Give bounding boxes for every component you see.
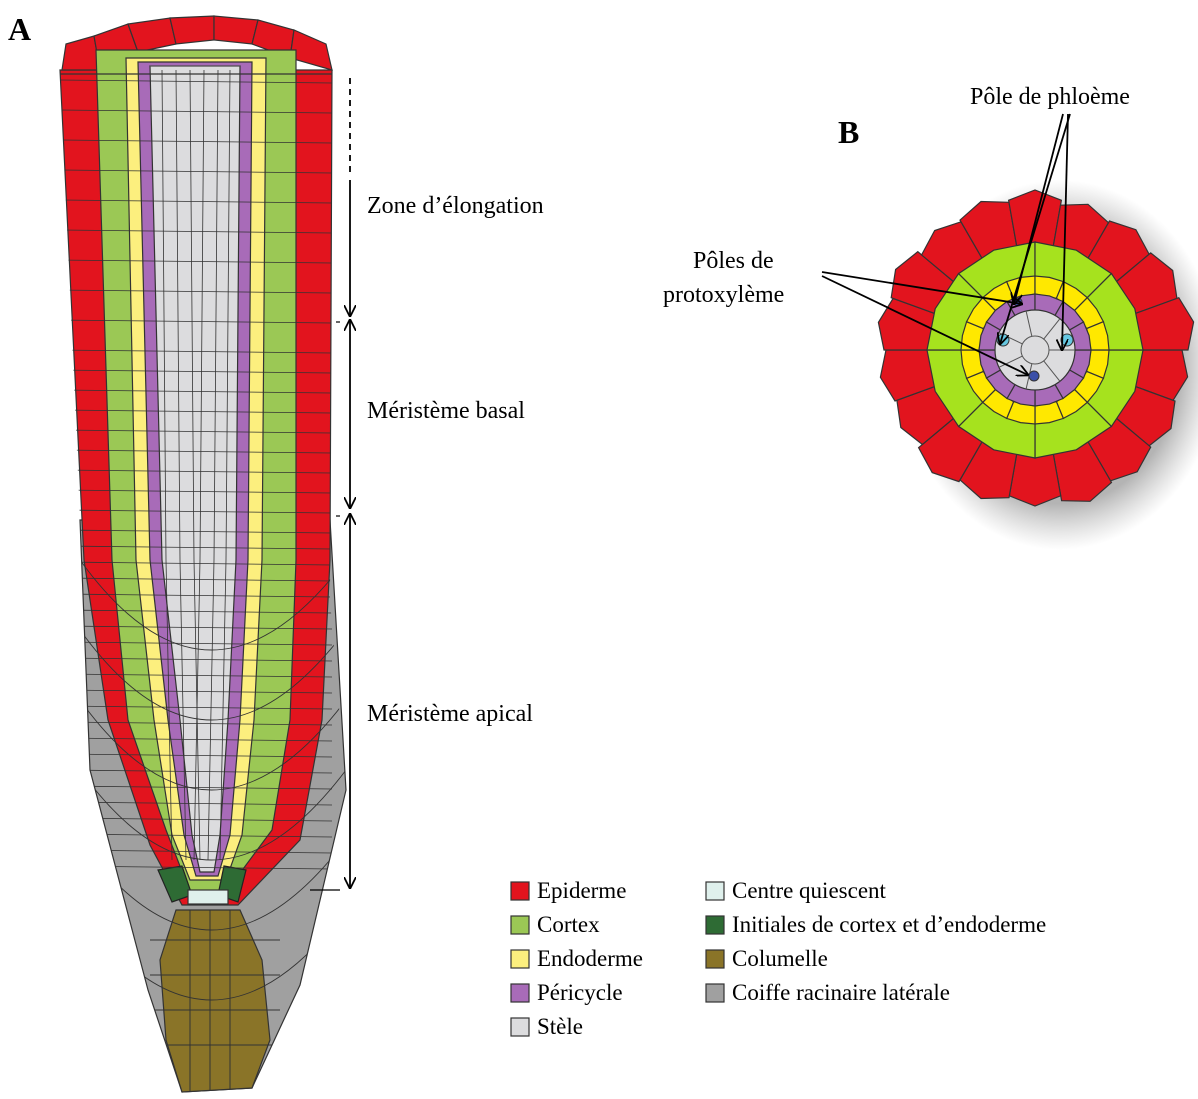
panel-label-b: B <box>838 114 859 150</box>
legend-item: Initiales de cortex et d’endoderme <box>706 912 1046 937</box>
legend-label: Péricycle <box>537 980 623 1005</box>
legend-label: Columelle <box>732 946 828 971</box>
label-elongation-zone: Zone d’élongation <box>367 193 544 219</box>
legend-swatch <box>706 882 724 900</box>
legend-item: Stèle <box>511 1014 583 1039</box>
legend-item: Epiderme <box>511 878 626 903</box>
legend-swatch <box>706 950 724 968</box>
legend-label: Centre quiescent <box>732 878 887 903</box>
legend-swatch <box>511 882 529 900</box>
legend-swatch <box>511 984 529 1002</box>
quiescent-centre <box>188 890 228 904</box>
root-cross-section <box>878 180 1198 550</box>
longitudinal-root-section <box>60 16 346 1092</box>
legend-label: Initiales de cortex et d’endoderme <box>732 912 1046 937</box>
label-basal-meristem: Méristème basal <box>367 398 525 424</box>
legend-item: Columelle <box>706 946 828 971</box>
legend-item: Endoderme <box>511 946 643 971</box>
legend-item: Cortex <box>511 912 600 937</box>
legend-item: Péricycle <box>511 980 623 1005</box>
legend-item: Coiffe racinaire latérale <box>706 980 950 1005</box>
label-protoxylem-line2: protoxylème <box>663 282 784 308</box>
legend-swatch <box>706 916 724 934</box>
legend-swatch <box>511 1018 529 1036</box>
label-phloem-pole: Pôle de phloème <box>970 84 1130 110</box>
legend-label: Coiffe racinaire latérale <box>732 980 950 1005</box>
protoxylem-pole-3 <box>1029 371 1039 381</box>
legend-label: Endoderme <box>537 946 643 971</box>
legend-label: Cortex <box>537 912 600 937</box>
legend-label: Stèle <box>537 1014 583 1039</box>
legend-item: Centre quiescent <box>706 878 887 903</box>
legend-swatch <box>511 950 529 968</box>
label-protoxylem-line1: Pôles de <box>693 248 774 274</box>
label-apical-meristem: Méristème apical <box>367 701 533 727</box>
panel-label-a: A <box>8 11 31 47</box>
legend-swatch <box>511 916 529 934</box>
legend-swatch <box>706 984 724 1002</box>
legend-label: Epiderme <box>537 878 626 903</box>
